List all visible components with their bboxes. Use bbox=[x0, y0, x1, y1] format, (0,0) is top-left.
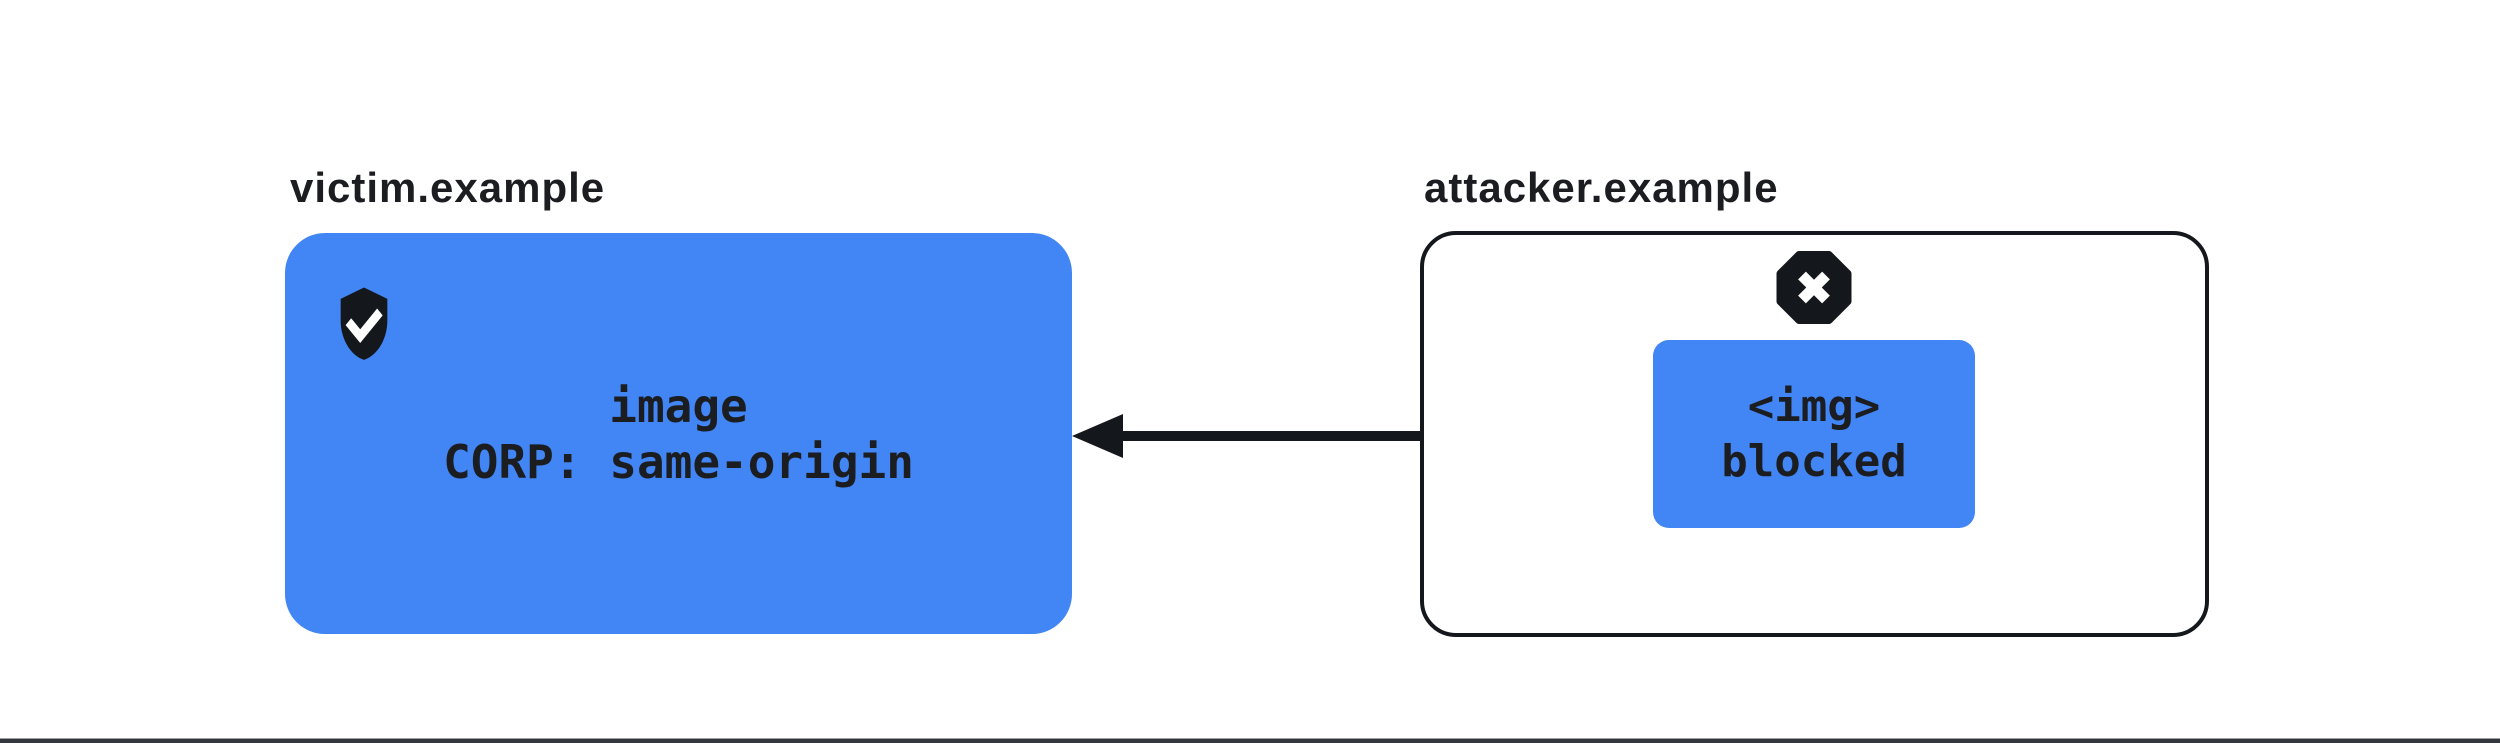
img-request-box: <img> blocked bbox=[1653, 340, 1975, 528]
blocked-x-octagon-icon bbox=[1776, 251, 1852, 324]
resource-type-label: image bbox=[609, 378, 748, 433]
corp-header-label: CORP: same-origin bbox=[443, 434, 914, 489]
arrow-shaft bbox=[1120, 431, 1653, 441]
victim-resource-box: image CORP: same-origin bbox=[285, 233, 1072, 634]
attacker-domain-title: attacker.example bbox=[1424, 164, 1779, 211]
victim-domain-title: victim.example bbox=[290, 164, 606, 211]
shield-check-icon bbox=[340, 287, 388, 360]
page-bottom-divider bbox=[0, 738, 2500, 743]
victim-resource-label: image CORP: same-origin bbox=[285, 233, 1072, 634]
blocked-status-label: blocked bbox=[1721, 436, 1907, 487]
arrow-head-left bbox=[1072, 414, 1123, 458]
img-tag-label: <img> bbox=[1747, 381, 1881, 432]
